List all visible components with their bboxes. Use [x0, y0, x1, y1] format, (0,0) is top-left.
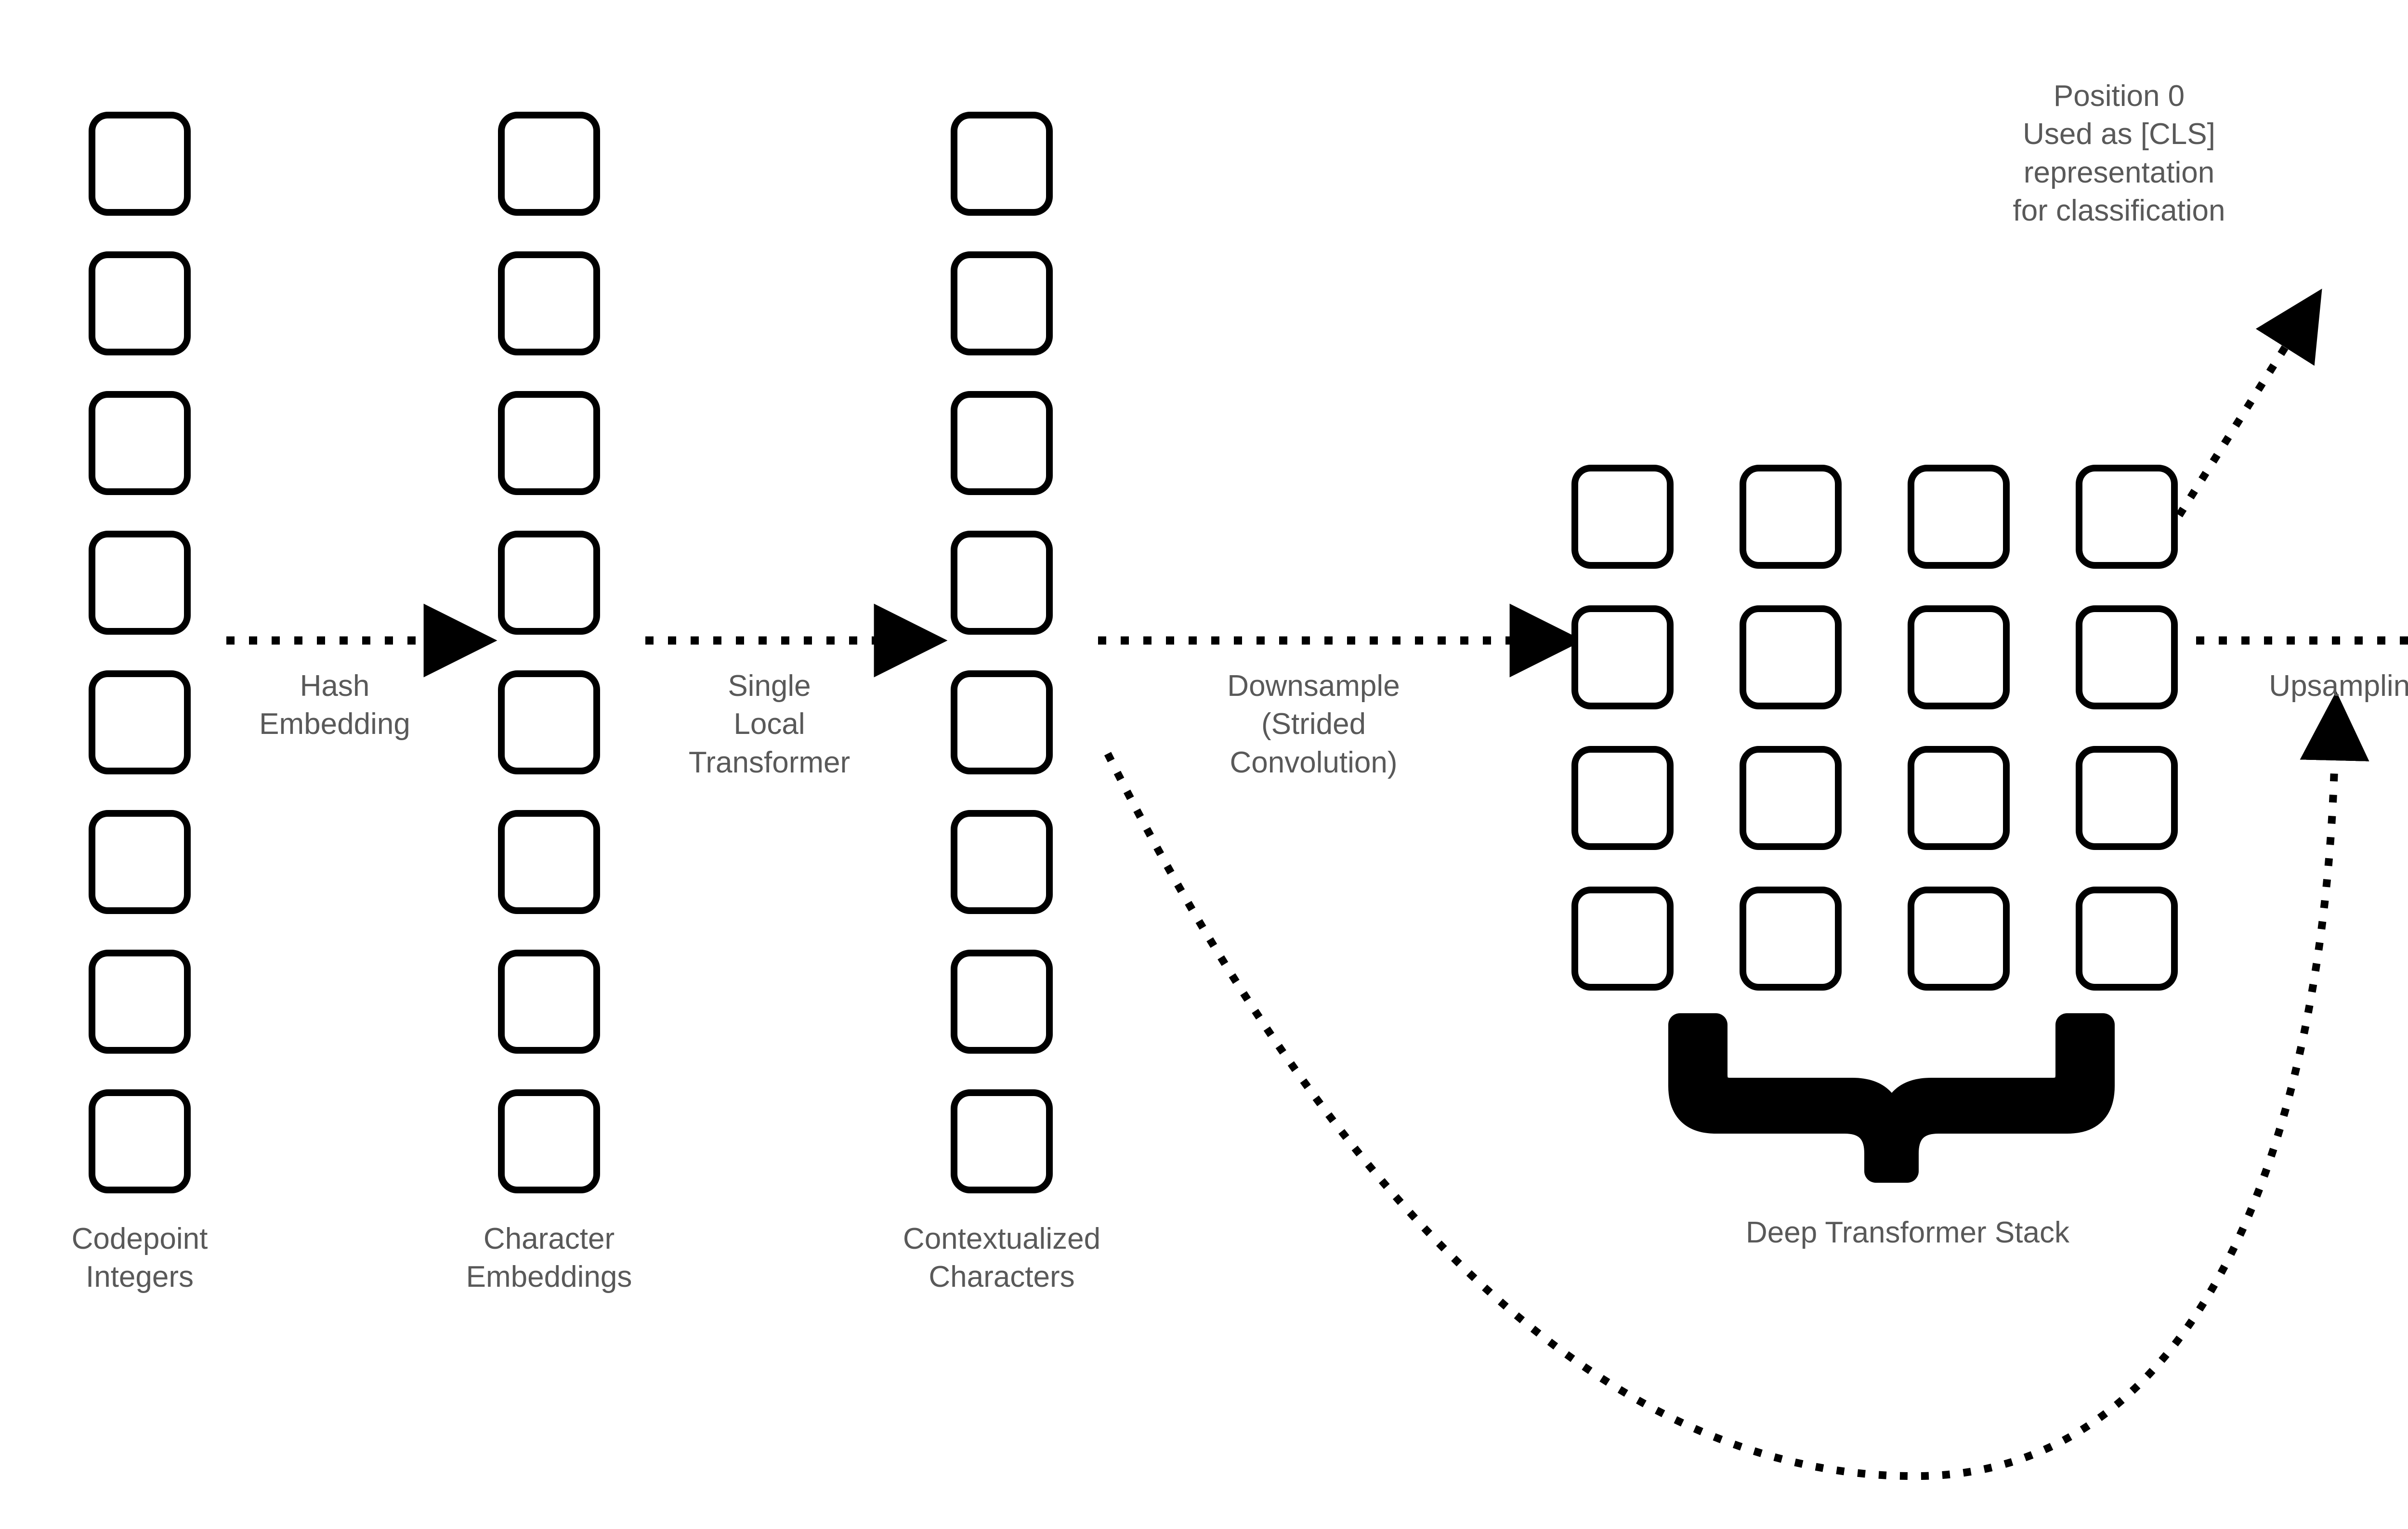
grid-label-deep-transformer-stack: Deep Transformer Stack [1746, 1216, 2069, 1249]
token-box [951, 391, 1053, 495]
token-box [498, 670, 600, 774]
annotation-cls-annotation: Position 0 Used as [CLS] representation … [2013, 79, 2225, 228]
token-box [89, 531, 191, 635]
column-label-codepoint-integers: Codepoint Integers [71, 1222, 208, 1294]
token-box [498, 1089, 600, 1193]
token-box [89, 251, 191, 355]
token-box [498, 810, 600, 914]
token-box [498, 112, 600, 216]
column-label-character-embeddings: Character Embeddings [466, 1222, 632, 1294]
token-box [951, 670, 1053, 774]
transformer-grid-box [1571, 465, 1674, 569]
token-box [89, 670, 191, 774]
column-label-concatenated-representations: Concatenated Representations [2367, 1228, 2408, 1304]
transformer-grid-box [1908, 887, 2010, 991]
token-box [951, 251, 1053, 355]
token-box [89, 1089, 191, 1193]
transformer-grid-box [2076, 465, 2178, 569]
transformer-grid-box [1908, 465, 2010, 569]
transformer-grid-box [1571, 605, 1674, 709]
token-box [89, 391, 191, 495]
token-box [498, 251, 600, 355]
transformer-grid-box [1908, 746, 2010, 850]
transformer-grid-box [1571, 746, 1674, 850]
token-box [951, 112, 1053, 216]
transformer-grid-box [1740, 887, 1842, 991]
arrow-label-upsampling-arrow: Upsampling [2269, 669, 2408, 703]
residual-skip-connection-curve [1104, 691, 2369, 1480]
arrow-label-single-local-transformer-arrow: Single Local Transformer [688, 669, 851, 779]
token-box [951, 810, 1053, 914]
token-box [498, 950, 600, 1054]
token-box [951, 1089, 1053, 1193]
transformer-grid-box [1908, 605, 2010, 709]
token-box [498, 531, 600, 635]
transformer-grid-box [1740, 746, 1842, 850]
token-box [89, 112, 191, 216]
transformer-grid-box [1740, 465, 1842, 569]
transformer-grid-box [2076, 746, 2178, 850]
transformer-grid-box [1740, 605, 1842, 709]
token-box [498, 391, 600, 495]
token-box [89, 810, 191, 914]
cls-pointer-line [2176, 288, 2322, 518]
token-box [951, 950, 1053, 1054]
token-box [89, 950, 191, 1054]
token-box [951, 531, 1053, 635]
column-label-contextualized-characters: Contextualized Characters [903, 1222, 1101, 1294]
transformer-grid-box [2076, 887, 2178, 991]
deep-transformer-stack-brace [1668, 1013, 2115, 1183]
arrow-label-hash-embedding-arrow: Hash Embedding [259, 669, 410, 741]
transformer-grid-box [1571, 887, 1674, 991]
transformer-grid-box [2076, 605, 2178, 709]
arrow-label-downsample-arrow: Downsample (Strided Convolution) [1227, 669, 1400, 779]
